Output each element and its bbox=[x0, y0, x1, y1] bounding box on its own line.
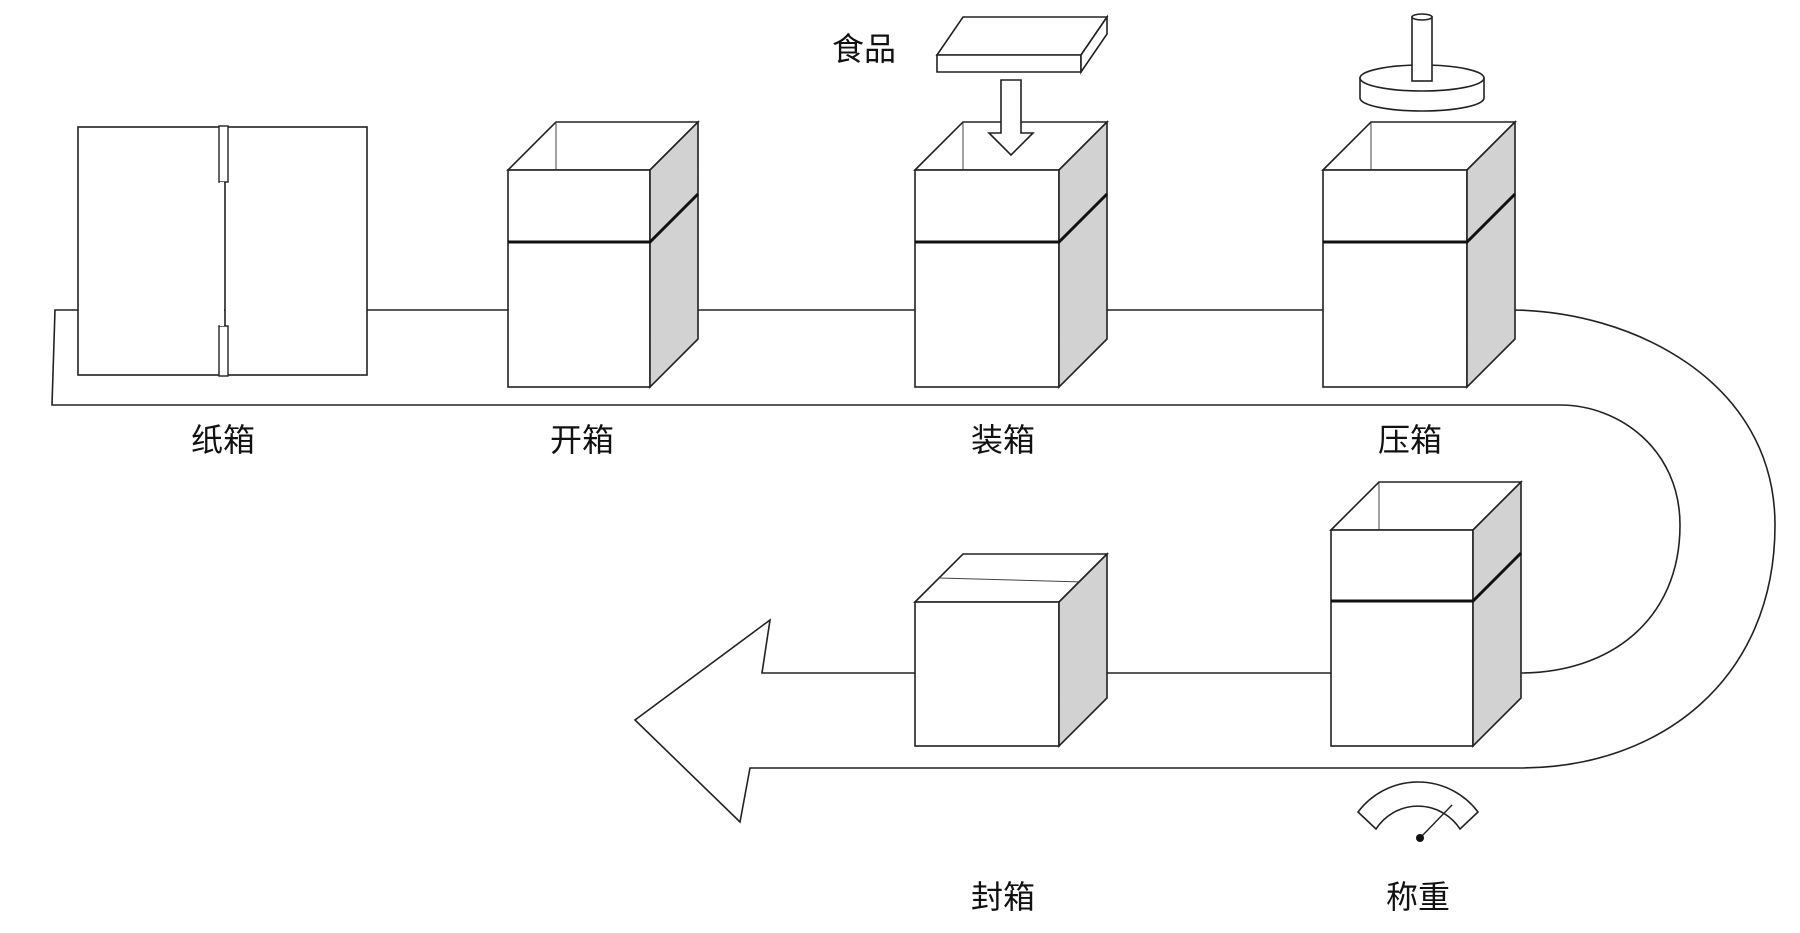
label-seal-box: 封箱 bbox=[971, 878, 1035, 916]
weigh-box bbox=[1329, 480, 1523, 748]
label-flat-carton: 纸箱 bbox=[191, 421, 255, 459]
open-box bbox=[506, 120, 700, 389]
label-food: 食品 bbox=[832, 30, 896, 68]
pack-box bbox=[913, 120, 1109, 389]
label-press-box: 压箱 bbox=[1378, 421, 1442, 459]
down-arrow-icon bbox=[987, 79, 1035, 157]
press-plunger-icon bbox=[1359, 13, 1485, 112]
flat-carton bbox=[77, 125, 368, 377]
label-pack-box: 装箱 bbox=[971, 421, 1035, 459]
label-weigh: 称重 bbox=[1386, 878, 1450, 916]
sealed-box bbox=[913, 552, 1109, 748]
food-tray-icon bbox=[935, 14, 1109, 75]
scale-gauge-icon bbox=[1356, 781, 1480, 842]
conveyor-belt bbox=[51, 309, 1776, 824]
press-box bbox=[1321, 120, 1517, 389]
label-open-box: 开箱 bbox=[550, 421, 614, 459]
